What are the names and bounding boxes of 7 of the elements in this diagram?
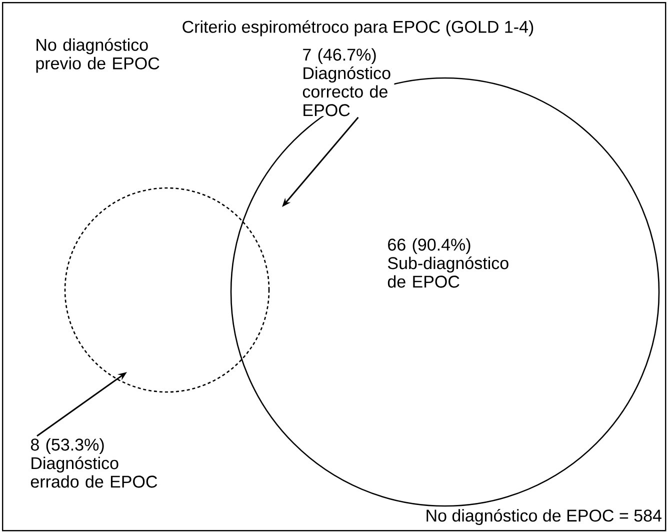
set-circle [64, 187, 270, 393]
count-label: No diagnóstico de EPOC = 584 [426, 508, 662, 525]
region-label: 7 (46.7%) Diagnóstico correcto de EPOC [302, 48, 394, 116]
circle-heading: Criterio espirométroco para EPOC (GOLD 1-4) [182, 20, 534, 36]
set-label: No diagnóstico previo de EPOC [36, 38, 160, 73]
region-label: 66 (90.4%) Sub-diagnóstico de EPOC [388, 238, 508, 288]
region-label: 8 (53.3%) Diagnóstico errado de EPOC [30, 438, 166, 488]
